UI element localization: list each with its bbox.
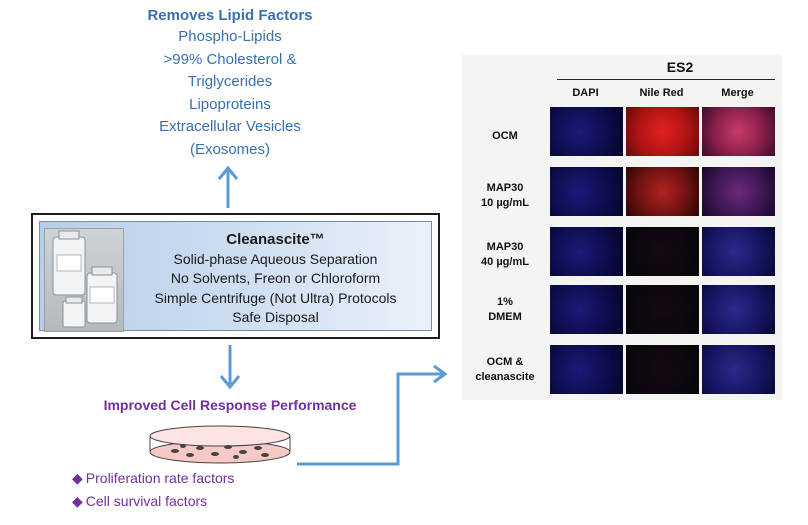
micrograph-cell (550, 167, 623, 216)
micrograph-cell (550, 345, 623, 394)
column-label: Nile Red (639, 87, 684, 99)
micrograph-cell (702, 345, 775, 394)
cleanascite-title: Cleanascite™ (226, 231, 325, 248)
micrograph-cell (702, 285, 775, 334)
diamond-bullet-icon: ◆ (72, 470, 83, 486)
column-label: DAPI (572, 87, 599, 99)
cleanascite-panel: Cleanascite™ Solid-phase Aqueous Separat… (39, 221, 432, 332)
cleanascite-line: No Solvents, Freon or Chloroform (170, 270, 381, 286)
lipid-item: (Exosomes) (189, 140, 271, 158)
lipid-factors-title: Removes Lipid Factors (147, 7, 313, 24)
micrograph-cell (626, 285, 699, 334)
lipid-item: >99% Cholesterol & (163, 50, 297, 68)
row-label: OCM (492, 130, 518, 142)
micrograph-cell (550, 227, 623, 276)
diamond-bullet-icon: ◆ (72, 493, 83, 509)
benefit-bullet: ◆Proliferation rate factors (72, 470, 234, 487)
column-label: Merge (721, 87, 754, 99)
cleanascite-text: Cleanascite™ Solid-phase Aqueous Separat… (120, 230, 431, 328)
micrograph-cell (702, 227, 775, 276)
performance-title: Improved Cell Response Performance (103, 397, 357, 413)
cleanascite-line: Simple Centrifuge (Not Ultra) Protocols (154, 289, 397, 306)
cleanascite-box: Cleanascite™ Solid-phase Aqueous Separat… (31, 213, 440, 339)
micrograph-cell (626, 107, 699, 156)
lipid-factors-block: Removes Lipid Factors Phospho-Lipids >99… (70, 6, 390, 161)
micrograph-cell (626, 167, 699, 216)
micrograph-cell (626, 227, 699, 276)
product-bottles-photo (44, 228, 124, 332)
title-underline (557, 79, 775, 80)
micrograph-cell (626, 345, 699, 394)
micrograph-cell (702, 107, 775, 156)
row-label: 1%DMEM (488, 296, 522, 323)
lipid-item: Extracellular Vesicles (159, 118, 301, 135)
row-label: OCM &cleanascite (475, 356, 535, 383)
micrograph-cell (702, 167, 775, 216)
micrograph-cell (550, 107, 623, 156)
benefit-text: Cell survival factors (85, 493, 208, 509)
benefit-bullet: ◆Cell survival factors (72, 493, 207, 510)
lipid-item: Phospho-Lipids (178, 28, 282, 45)
bottles-icon (52, 230, 118, 328)
cleanascite-line: Solid-phase Aqueous Separation (173, 250, 378, 267)
lipid-item: Triglycerides (187, 73, 273, 90)
lipid-item: Lipoproteins (189, 95, 271, 113)
figure-title: ES2 (666, 59, 694, 75)
micrograph-cell (550, 285, 623, 334)
petri-dish-icon (149, 425, 291, 464)
benefit-text: Proliferation rate factors (85, 470, 235, 486)
cleanascite-line: Safe Disposal (232, 309, 319, 325)
